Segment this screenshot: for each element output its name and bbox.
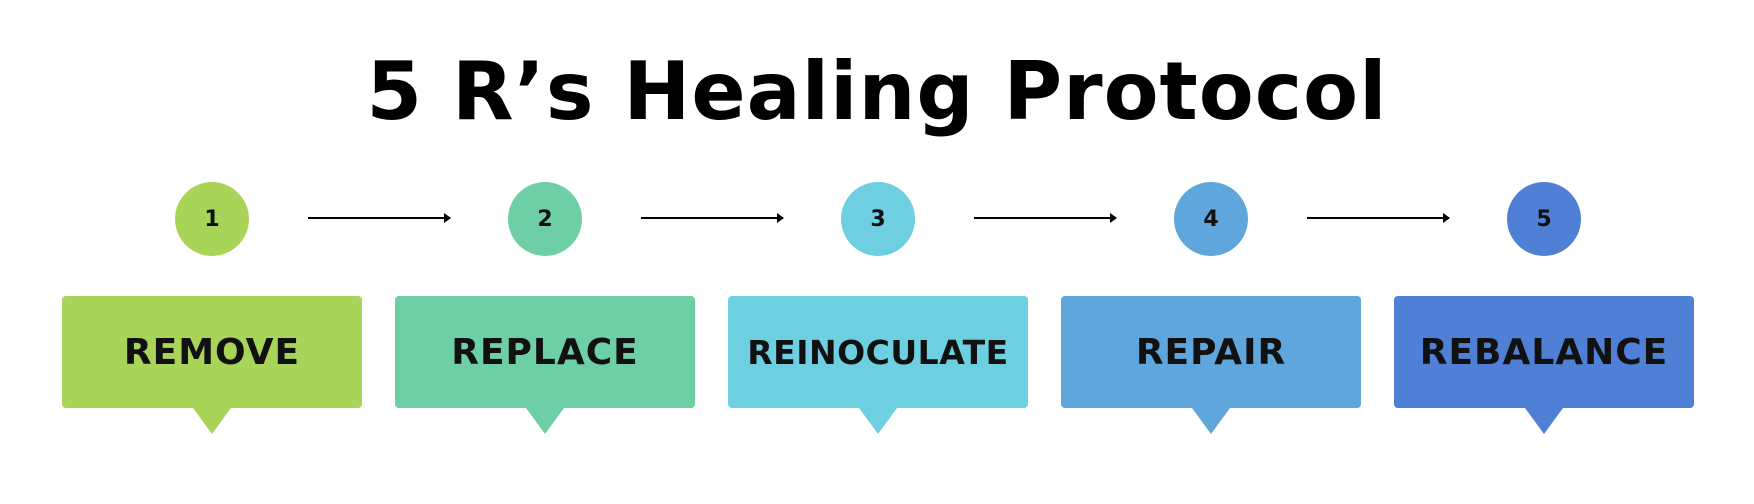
step-1-number-circle: 1 xyxy=(175,182,249,256)
arrow-4-to-5 xyxy=(1307,213,1450,223)
page-title: 5 R’s Healing Protocol xyxy=(366,45,1388,138)
step-1-box: REMOVE xyxy=(62,296,362,434)
step-5-label: REBALANCE xyxy=(1419,331,1669,373)
step-3-box: REINOCULATE xyxy=(728,296,1028,434)
arrow-3-to-4 xyxy=(974,213,1117,223)
step-5-number-circle: 5 xyxy=(1507,182,1581,256)
step-3-label: REINOCULATE xyxy=(747,332,1009,372)
arrow-2-to-3 xyxy=(641,213,784,223)
step-1-label: REMOVE xyxy=(123,331,301,373)
step-3-number-circle: 3 xyxy=(841,182,915,256)
step-4-number-circle: 4 xyxy=(1174,182,1248,256)
step-4-label: REPAIR xyxy=(1135,331,1287,373)
step-5-box: REBALANCE xyxy=(1394,296,1694,434)
step-2-box: REPLACE xyxy=(395,296,695,434)
step-2-label: REPLACE xyxy=(451,331,639,373)
step-4-box: REPAIR xyxy=(1061,296,1361,434)
step-2-number-circle: 2 xyxy=(508,182,582,256)
arrow-1-to-2 xyxy=(308,213,451,223)
